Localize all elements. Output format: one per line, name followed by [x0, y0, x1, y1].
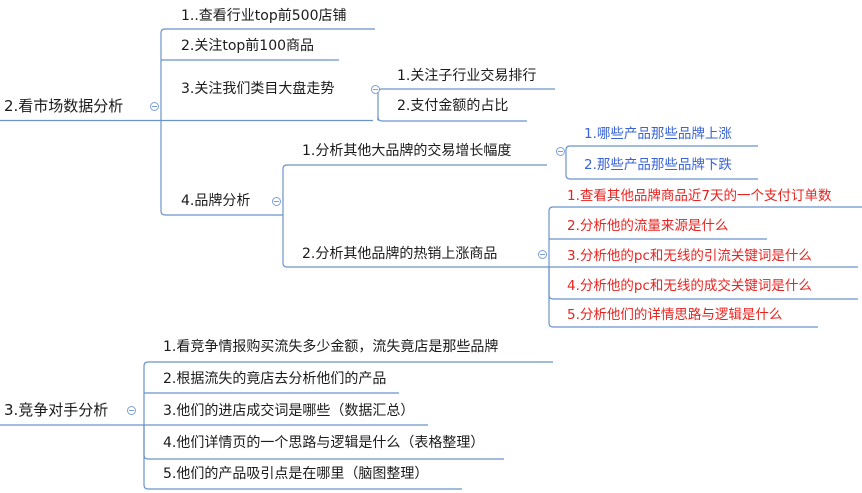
- node-top100-products[interactable]: 2.关注top前100商品: [181, 38, 315, 54]
- node-brands-falling[interactable]: 2.那些产品那些品牌下跌: [584, 157, 732, 173]
- root-node-competitor[interactable]: 3.竞争对手分析: [4, 401, 109, 419]
- node-lost-competitor-products[interactable]: 2.根据流失的竟店去分析他们的产品: [163, 371, 387, 387]
- collapse-toggle-icon[interactable]: [371, 85, 380, 94]
- node-lost-amount[interactable]: 1.看竞争情报购买流失多少金额，流失竟店是那些品牌: [163, 339, 499, 355]
- node-product-attraction[interactable]: 5.他们的产品吸引点是在哪里（脑图整理）: [163, 466, 429, 482]
- node-traffic-source[interactable]: 2.分析他的流量来源是什么: [567, 218, 729, 234]
- node-conversion-keywords[interactable]: 4.分析他的pc和无线的成交关键词是什么: [567, 278, 812, 294]
- node-hot-products[interactable]: 2.分析其他品牌的热销上涨商品: [302, 246, 498, 262]
- node-7day-orders[interactable]: 1.查看其他品牌商品近7天的一个支付订单数: [567, 188, 832, 204]
- collapse-toggle-icon[interactable]: [556, 147, 565, 156]
- collapse-toggle-icon[interactable]: [538, 250, 547, 259]
- node-entry-keywords[interactable]: 3.他们的进店成交词是哪些（数据汇总）: [163, 403, 415, 419]
- root-node-market[interactable]: 2.看市场数据分析: [4, 97, 124, 115]
- collapse-toggle-icon[interactable]: [127, 406, 136, 415]
- node-brands-rising[interactable]: 1.哪些产品那些品牌上涨: [584, 126, 732, 142]
- node-detail-page-logic[interactable]: 4.他们详情页的一个思路与逻辑是什么（表格整理）: [163, 435, 485, 451]
- node-top500-shops[interactable]: 1..查看行业top前500店铺: [181, 8, 347, 24]
- collapse-toggle-icon[interactable]: [150, 102, 159, 111]
- node-detail-logic[interactable]: 5.分析他们的详情思路与逻辑是什么: [567, 307, 783, 323]
- node-traffic-keywords[interactable]: 3.分析他的pc和无线的引流关键词是什么: [567, 248, 812, 264]
- node-subindustry-ranking[interactable]: 1.关注子行业交易排行: [397, 68, 537, 84]
- node-brand-growth[interactable]: 1.分析其他大品牌的交易增长幅度: [302, 143, 512, 159]
- collapse-toggle-icon[interactable]: [272, 197, 281, 206]
- node-category-trend[interactable]: 3.关注我们类目大盘走势: [181, 81, 335, 97]
- node-payment-share[interactable]: 2.支付金额的占比: [397, 98, 509, 114]
- node-brand-analysis[interactable]: 4.品牌分析: [181, 193, 251, 209]
